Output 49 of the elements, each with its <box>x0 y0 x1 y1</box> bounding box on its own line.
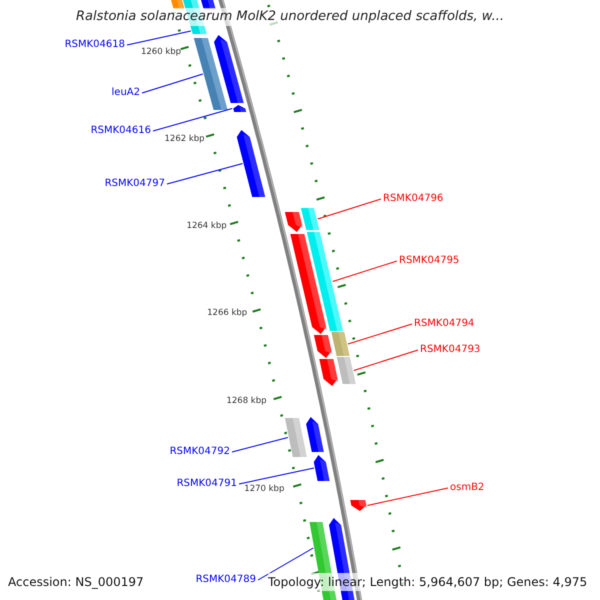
gene-feature <box>194 38 228 110</box>
gene-feature <box>214 35 244 103</box>
gene-feature <box>314 335 332 358</box>
gene-label: RSMK04618 <box>64 38 125 52</box>
gene-feature <box>284 212 303 232</box>
gene-feature <box>336 357 356 384</box>
position-label: 1264 kbp <box>186 221 227 232</box>
leader-line <box>126 30 192 46</box>
position-label: 1260 kbp <box>140 47 182 58</box>
gene-feature <box>170 0 185 9</box>
leader-line <box>366 488 448 506</box>
gene-label: RSMK04616 <box>90 124 151 138</box>
gene-feature <box>314 455 330 481</box>
gene-label: leuA2 <box>112 86 140 100</box>
position-label: 1270 kbp <box>244 484 284 495</box>
gene-label: RSMK04795 <box>399 254 460 268</box>
genome-summary-text: Topology: linear; Length: 5,964,607 bp; Genes: 4,975 <box>268 573 588 591</box>
gene-label: osmB2 <box>450 481 484 495</box>
gene-feature <box>200 0 216 9</box>
gene-feature <box>350 500 367 511</box>
gene-feature <box>319 359 338 386</box>
gene-feature <box>290 234 327 334</box>
gene-label: RSMK04789 <box>196 573 256 587</box>
leader-line <box>238 468 315 484</box>
gene-feature <box>306 417 324 452</box>
leader-line <box>166 163 244 184</box>
gene-feature <box>236 130 266 197</box>
leader-line <box>142 74 204 94</box>
gene-feature <box>300 208 320 230</box>
gene-feature <box>284 418 307 457</box>
leader-line <box>152 108 233 132</box>
leader-line <box>332 260 398 282</box>
gene-label: RSMK04796 <box>383 192 444 206</box>
gene-feature <box>233 105 246 112</box>
position-label: 1268 kbp <box>226 396 267 407</box>
gene-label: RSMK04791 <box>176 477 237 491</box>
position-label: 1266 kbp <box>207 308 248 319</box>
gene-label: RSMK04794 <box>414 317 474 331</box>
gene-label: RSMK04792 <box>170 445 230 459</box>
leader-line <box>258 548 314 580</box>
leader-line <box>347 324 412 344</box>
gene-label: RSMK04793 <box>420 343 480 357</box>
position-label: 1262 kbp <box>164 134 205 145</box>
leader-line <box>353 350 418 371</box>
leader-line <box>232 437 288 452</box>
gene-label: RSMK04797 <box>104 177 165 191</box>
gene-feature <box>331 332 350 356</box>
gene-feature <box>306 232 343 331</box>
leader-line <box>317 198 382 220</box>
